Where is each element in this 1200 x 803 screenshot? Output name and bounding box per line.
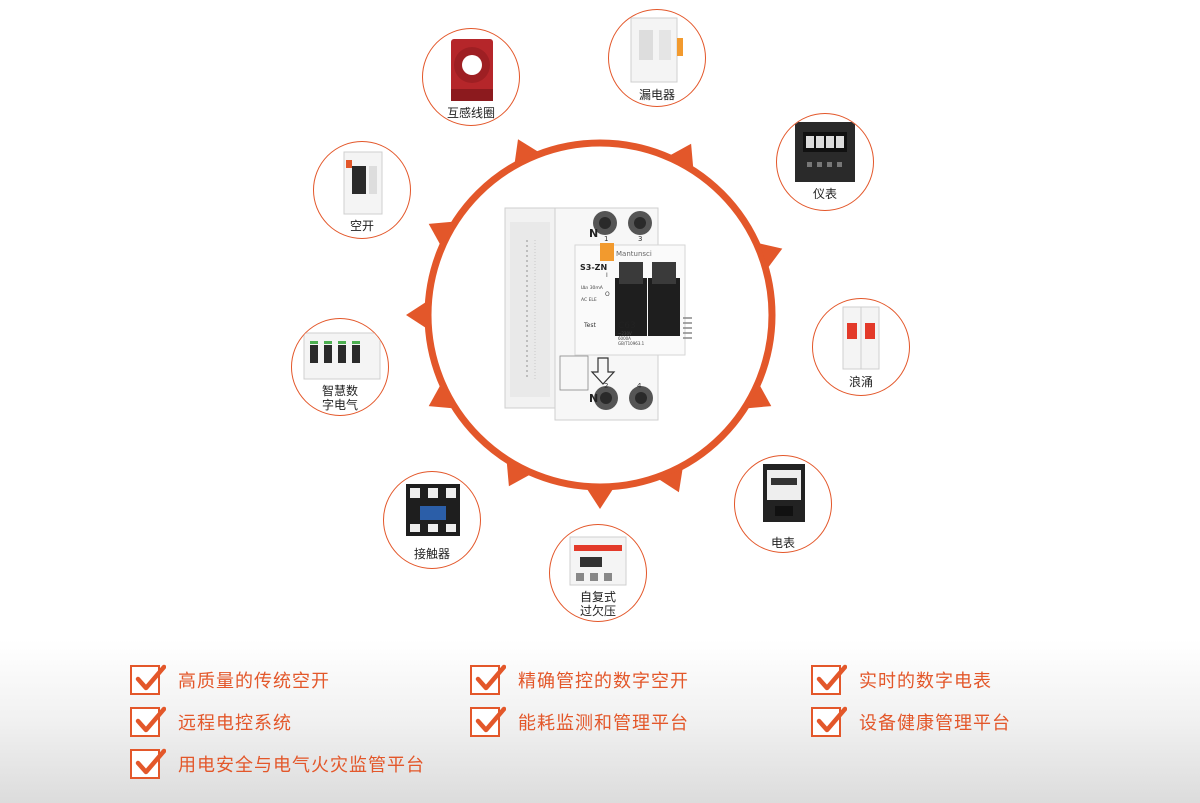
feature-item: 远程电控系统 xyxy=(130,705,292,739)
node-smart-label: 智慧数 字电气 xyxy=(321,384,358,412)
feature-item: 精确管控的数字空开 xyxy=(470,663,689,697)
check-icon xyxy=(470,706,506,737)
arrow-icon xyxy=(428,221,453,245)
feature-item: 实时的数字电表 xyxy=(811,663,992,697)
device-terminal-top-1: 1 xyxy=(604,235,608,243)
device-rating: C63 xyxy=(618,321,636,331)
feature-text: 设备健康管理平台 xyxy=(859,713,1011,734)
arrow-icon xyxy=(506,462,530,487)
arrow-icon xyxy=(406,302,426,328)
node-contactor-label: 接触器 xyxy=(413,547,450,561)
feature-text: 能耗监测和管理平台 xyxy=(518,713,689,734)
surge-protector-icon xyxy=(842,306,880,370)
node-ct: 互感线圈 xyxy=(422,28,520,126)
arrow-icon xyxy=(428,385,453,409)
node-breaker: 空开 xyxy=(313,141,411,239)
device-spec-2: AC ELE xyxy=(581,297,597,303)
feature-text: 远程电控系统 xyxy=(178,713,292,734)
arrow-icon xyxy=(658,468,683,493)
device-spec-1: IΔn 30mA xyxy=(581,285,604,291)
feature-text: 用电安全与电气火灾监管平台 xyxy=(178,755,425,776)
node-rcd-label: 漏电器 xyxy=(638,88,675,102)
panel-meter-icon xyxy=(795,122,855,182)
feature-item: 用电安全与电气火灾监管平台 xyxy=(130,747,425,781)
check-icon xyxy=(811,664,847,695)
air-switch-icon xyxy=(343,151,383,215)
node-ct-label: 互感线圈 xyxy=(446,106,495,120)
ring-diagram: N 1 3 Mantunsci S3-ZN I O IΔn 30mA AC EL… xyxy=(406,139,783,509)
device-brand: Mantunsci xyxy=(616,250,652,258)
device-volt: ~230V xyxy=(618,331,632,336)
node-smart: 智慧数 字电气 xyxy=(291,318,389,416)
device-test-label: Test xyxy=(583,322,596,329)
device-std: GB/T10963.1 xyxy=(618,341,645,346)
device-i-label: I xyxy=(606,272,608,279)
contactor-icon xyxy=(406,484,460,536)
center-breaker-device: N 1 3 Mantunsci S3-ZN I O IΔn 30mA AC EL… xyxy=(504,207,692,421)
voltage-protector-icon xyxy=(569,536,627,586)
check-icon xyxy=(130,664,166,695)
node-energy: 电表 xyxy=(734,455,832,553)
node-contactor: 接触器 xyxy=(383,471,481,569)
feature-item: 高质量的传统空开 xyxy=(130,663,330,697)
orange-ring xyxy=(424,139,776,491)
device-model: S3-ZN xyxy=(580,263,607,272)
device-terminal-bottom-n: N xyxy=(589,392,598,405)
device-cap: 6000A xyxy=(618,336,631,341)
node-breaker-label: 空开 xyxy=(349,219,374,233)
device-terminal-bottom-2: 2 xyxy=(604,382,608,390)
arrow-icon xyxy=(747,385,772,409)
rcd-icon xyxy=(630,17,683,83)
node-surge-label: 浪涌 xyxy=(848,375,873,389)
feature-text: 精确管控的数字空开 xyxy=(518,671,689,692)
node-meter-label: 仪表 xyxy=(812,187,837,201)
arrow-icon xyxy=(670,143,694,168)
feature-text: 高质量的传统空开 xyxy=(178,671,330,692)
arrow-icon xyxy=(587,489,613,509)
check-icon xyxy=(130,706,166,737)
arrow-icon xyxy=(759,243,783,268)
node-meter: 仪表 xyxy=(776,113,874,211)
node-energy-label: 电表 xyxy=(770,536,795,550)
arrow-icon xyxy=(514,139,539,163)
feature-item: 设备健康管理平台 xyxy=(811,705,1011,739)
node-protector: 自复式 过欠压 xyxy=(549,524,647,622)
check-icon xyxy=(130,748,166,779)
device-o-label: O xyxy=(605,291,610,298)
node-rcd: 漏电器 xyxy=(608,9,706,107)
ring-arrows xyxy=(406,139,783,509)
device-terminal-bottom-4: 4 xyxy=(637,382,642,390)
energy-meter-icon xyxy=(763,464,805,522)
node-protector-label: 自复式 过欠压 xyxy=(579,590,616,618)
feature-item: 能耗监测和管理平台 xyxy=(470,705,689,739)
check-icon xyxy=(811,706,847,737)
feature-text: 实时的数字电表 xyxy=(859,671,992,692)
node-surge: 浪涌 xyxy=(812,298,910,396)
check-icon xyxy=(470,664,506,695)
device-terminal-top-3: 3 xyxy=(638,235,642,243)
ct-coil-icon xyxy=(451,39,493,101)
smart-breaker-icon xyxy=(303,332,381,380)
device-terminal-top-n: N xyxy=(589,227,598,240)
